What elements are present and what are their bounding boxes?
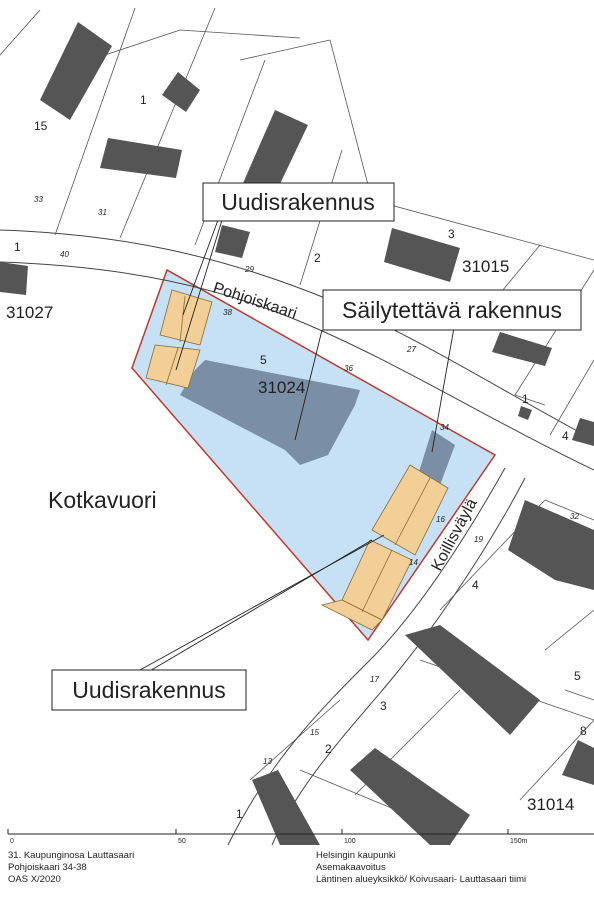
house-numbers: 33 31 40 29 38 36 27 34 16 14 19 32 17 1… xyxy=(34,195,579,766)
house-number: 13 xyxy=(263,757,272,766)
footer-left: 31. Kaupunginosa Lauttasaari Pohjoiskaar… xyxy=(8,850,134,886)
plot-number: 2 xyxy=(314,251,321,265)
new-buildings xyxy=(145,289,449,631)
plot-number: 1 xyxy=(140,93,147,107)
footer-city: Helsingin kaupunki xyxy=(316,850,396,861)
plot-number: 15 xyxy=(34,119,48,133)
plot-number: 8 xyxy=(580,724,587,738)
scale-tick-label: 100 xyxy=(344,838,356,845)
area-label-kotkavuori: Kotkavuori xyxy=(48,487,157,513)
house-number: 15 xyxy=(310,728,319,737)
house-number: 36 xyxy=(344,364,353,373)
footer-team: Läntinen alueyksikkö/ Koivusaari- Lautta… xyxy=(316,874,527,885)
plot-number: 4 xyxy=(562,429,569,443)
callout-leaders xyxy=(139,219,456,673)
footer-address: Pohjoiskaari 34-38 xyxy=(8,862,87,873)
plot-number: 5 xyxy=(260,353,267,367)
house-number: 17 xyxy=(370,675,379,684)
plot-numbers: 15 1 3 2 1 5 1 4 4 5 3 2 8 1 xyxy=(14,93,587,821)
house-number: 33 xyxy=(34,195,43,204)
house-number: 38 xyxy=(223,308,232,317)
house-number: 19 xyxy=(474,535,483,544)
callout-preserved: Säilytettävä rakennus xyxy=(342,297,562,323)
footer-right: Helsingin kaupunki Asemakaavoitus Läntin… xyxy=(316,850,526,886)
house-number: 31 xyxy=(98,208,107,217)
house-number: 40 xyxy=(60,250,69,259)
scale-tick-label: 50 xyxy=(178,838,186,845)
block-number: 31014 xyxy=(527,795,574,814)
plot-number: 4 xyxy=(472,578,479,592)
callout-new-top: Uudisrakennus xyxy=(221,189,374,215)
house-number: 16 xyxy=(436,515,445,524)
existing-buildings xyxy=(0,22,594,845)
callout-new-bottom: Uudisrakennus xyxy=(72,677,225,703)
plot-number: 1 xyxy=(522,392,529,406)
block-number: 31024 xyxy=(258,378,305,397)
footer-department: Asemakaavoitus xyxy=(316,862,386,873)
preserved-building xyxy=(180,360,455,485)
house-number: 34 xyxy=(440,423,449,432)
callout-new-bottom-box xyxy=(51,669,247,711)
plot-number: 2 xyxy=(325,742,332,756)
house-number: 27 xyxy=(406,345,416,354)
block-number: 31015 xyxy=(462,257,509,276)
scale-tick-label: 0 xyxy=(10,838,14,845)
plot-number: 1 xyxy=(236,807,243,821)
plot-number: 3 xyxy=(448,227,455,241)
plot-number: 5 xyxy=(574,669,581,683)
callout-new-top-box xyxy=(202,182,395,222)
house-number: 32 xyxy=(570,512,579,521)
scale-tick-label: 150m xyxy=(510,838,528,845)
plot-number: 1 xyxy=(14,240,21,254)
house-number: 14 xyxy=(409,558,418,567)
plot-number: 3 xyxy=(380,699,387,713)
scale-bar: 0 50 100 150m xyxy=(7,829,594,845)
block-number: 31027 xyxy=(6,303,53,322)
footer-oas: OAS X/2020 xyxy=(8,874,61,885)
callout-preserved-box xyxy=(322,289,582,331)
zoning-map: Uudisrakennus Säilytettävä rakennus Uudi… xyxy=(0,7,594,845)
house-number: 29 xyxy=(244,265,254,274)
footer-district: 31. Kaupunginosa Lauttasaari xyxy=(8,850,135,861)
